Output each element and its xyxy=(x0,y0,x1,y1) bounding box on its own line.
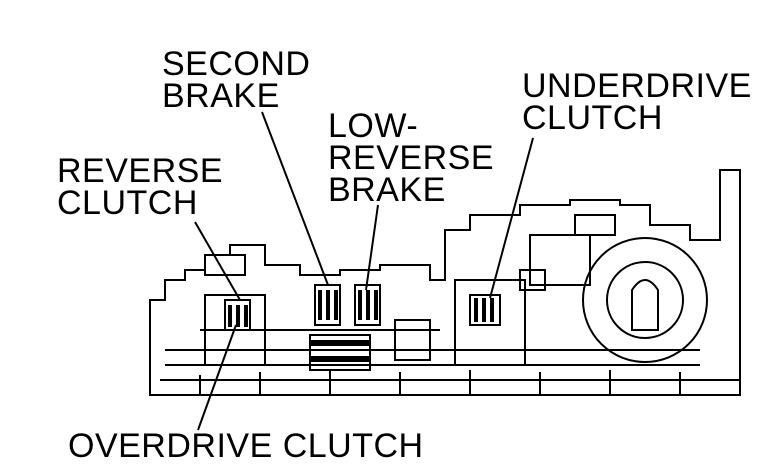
leader-reverse-clutch xyxy=(194,221,241,301)
leader-overdrive-clutch xyxy=(197,324,237,431)
leader-second-brake xyxy=(261,111,329,286)
leader-low-reverse-brake xyxy=(365,204,379,291)
underdrive-clutch-pack xyxy=(469,294,501,326)
label-underdrive-clutch: UNDERDRIVE CLUTCH xyxy=(522,67,752,137)
label-reverse-clutch: REVERSE CLUTCH xyxy=(57,152,223,222)
label-second-brake: SECOND BRAKE xyxy=(162,45,311,115)
reverse-clutch-drum xyxy=(204,294,266,366)
label-low-reverse-brake: LOW- REVERSE BRAKE xyxy=(328,107,494,209)
leader-underdrive-clutch xyxy=(489,137,534,299)
label-overdrive-clutch: OVERDRIVE CLUTCH xyxy=(68,427,424,465)
planetary-set xyxy=(309,334,371,371)
overdrive-clutch-pack xyxy=(224,299,251,331)
torque-converter xyxy=(582,237,708,363)
